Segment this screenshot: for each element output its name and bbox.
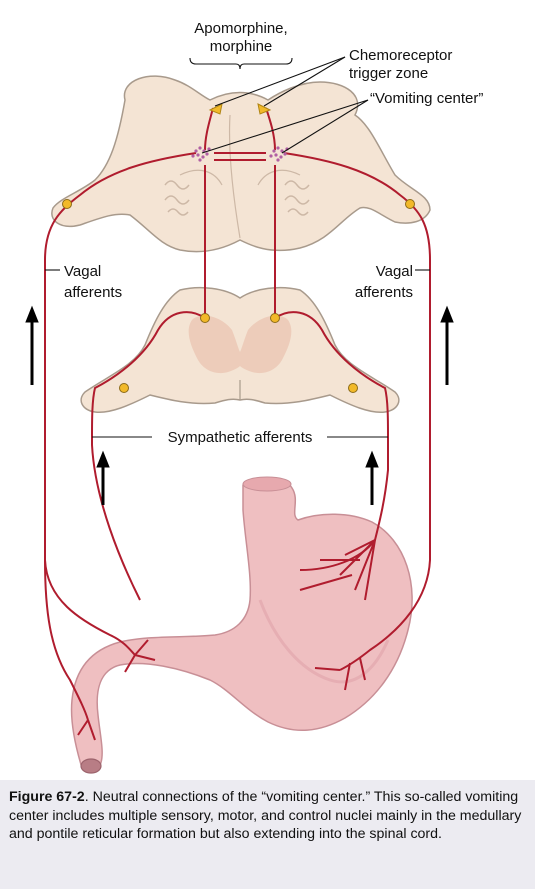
vagal-right-label-line1: Vagal [376,263,413,280]
ganglion-cells [62,199,415,393]
figure-number: Figure 67-2 [9,789,85,805]
arrow-up-icon [25,305,39,385]
figure-caption: Figure 67-2. Neutral connections of the … [0,780,535,889]
vomiting-center-diagram: Apomorphine, morphine Chemoreceptor trig… [25,20,483,774]
vomiting-center-label: “Vomiting center” [370,90,483,107]
duodenum-opening [80,758,102,774]
arrow-up-icon [365,450,379,505]
esophagus-opening [242,476,292,492]
vagal-left-label-line2: afferents [64,284,122,301]
chemoreceptor-trigger-zone [208,103,272,115]
caption-text: . Neutral connections of the “vomiting c… [9,789,522,842]
vagal-right-label-line2: afferents [355,284,413,301]
sympathetic-label: Sympathetic afferents [168,429,313,446]
drug-label-line2: morphine [210,38,273,55]
vagal-left-label-line1: Vagal [64,263,101,280]
spinal-cord-cross-section [80,286,400,414]
arrow-up-icon [440,305,454,385]
ctz-label-line1: Chemoreceptor [349,47,452,64]
nerve-pathways [44,107,431,741]
stomach [70,476,413,774]
arrow-up-icon [96,450,110,505]
direction-arrows [25,305,454,505]
callout-lines [45,56,430,438]
drug-label-line1: Apomorphine, [194,20,287,37]
ctz-label-line2: trigger zone [349,65,428,82]
diagram-labels: Apomorphine, morphine Chemoreceptor trig… [64,20,483,446]
